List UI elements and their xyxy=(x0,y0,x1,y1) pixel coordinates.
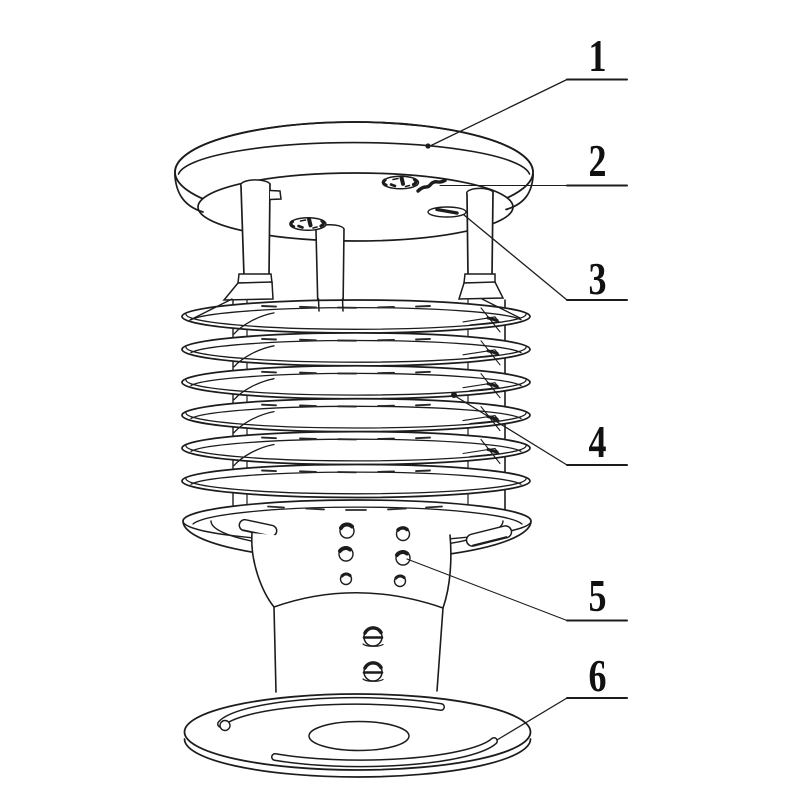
svg-text:4: 4 xyxy=(588,417,606,467)
svg-text:3: 3 xyxy=(588,254,606,304)
svg-text:6: 6 xyxy=(588,651,606,701)
svg-text:5: 5 xyxy=(588,571,606,621)
svg-text:2: 2 xyxy=(588,136,606,186)
svg-text:1: 1 xyxy=(588,31,606,81)
